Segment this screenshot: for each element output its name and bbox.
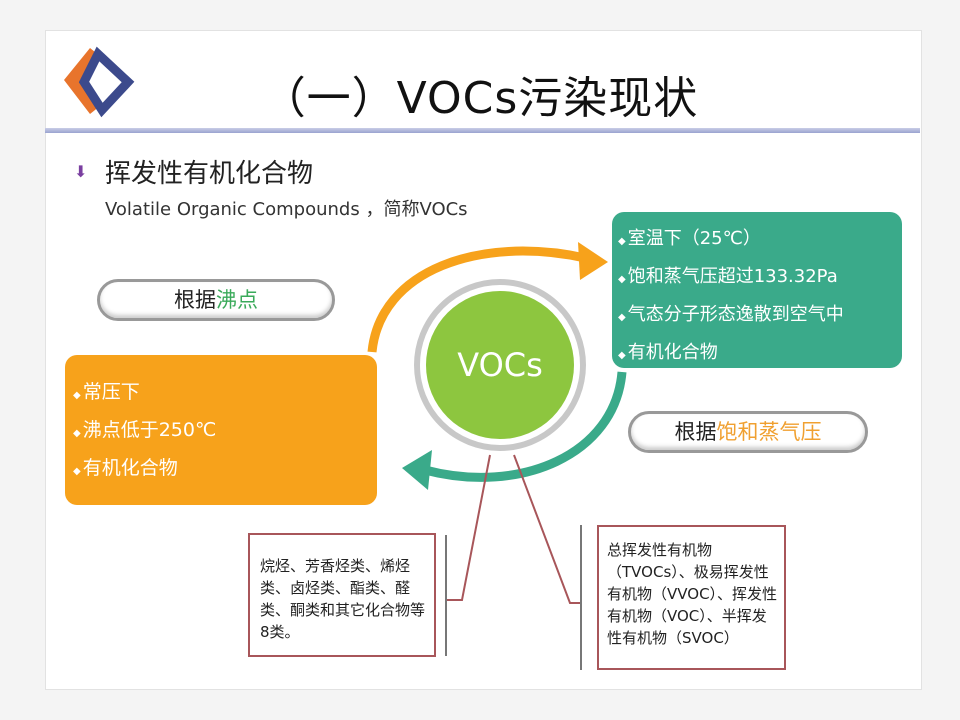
page-title: （一）VOCs污染现状 [261, 73, 699, 124]
bullet-arrow-icon: ⬇ [74, 162, 88, 181]
list-item: ◆有机化合物 [73, 457, 178, 479]
list-item: ◆气态分子形态逸散到空气中 [618, 304, 844, 325]
boiling-point-box: ◆常压下 ◆沸点低于250℃ ◆有机化合物 [65, 355, 377, 505]
pill-highlight: 沸点 [216, 288, 258, 312]
orange-arrowhead [578, 242, 608, 280]
orange-arc [367, 246, 586, 353]
pill-highlight: 饱和蒸气压 [716, 420, 822, 444]
left-connector [445, 454, 491, 601]
logo-icon [64, 46, 135, 118]
vocs-circle [426, 291, 574, 439]
boiling-point-pill: 根据沸点 [97, 279, 335, 321]
pill-prefix: 根据 [174, 288, 216, 312]
pill-prefix: 根据 [674, 420, 717, 444]
center-label: VOCs [457, 346, 543, 384]
left-note-box: 烷烃、芳香烃类、烯烃类、卤烃类、酯类、醛类、酮类和其它化合物等8类。 [248, 533, 436, 657]
right-note-box: 总挥发性有机物（TVOCs）、极易挥发性有机物（VVOC）、挥发性有机物（VOC… [597, 525, 786, 670]
list-item: ◆沸点低于250℃ [73, 419, 217, 441]
list-item: ◆常压下 [73, 381, 140, 403]
right-connector [513, 454, 582, 604]
list-item: ◆室温下（25℃） [618, 228, 761, 249]
green-arc [423, 371, 627, 482]
vapor-pressure-pill: 根据饱和蒸气压 [628, 411, 868, 453]
subtitle: Volatile Organic Compounds ，简称VOCs [105, 199, 468, 220]
heading: 挥发性有机化合物 [105, 159, 314, 189]
vapor-pressure-box: ◆室温下（25℃） ◆饱和蒸气压超过133.32Pa ◆气态分子形态逸散到空气中… [612, 212, 902, 368]
list-item: ◆有机化合物 [618, 342, 718, 363]
list-item: ◆饱和蒸气压超过133.32Pa [618, 266, 838, 287]
title-divider [45, 128, 920, 133]
green-arrowhead [402, 450, 432, 490]
